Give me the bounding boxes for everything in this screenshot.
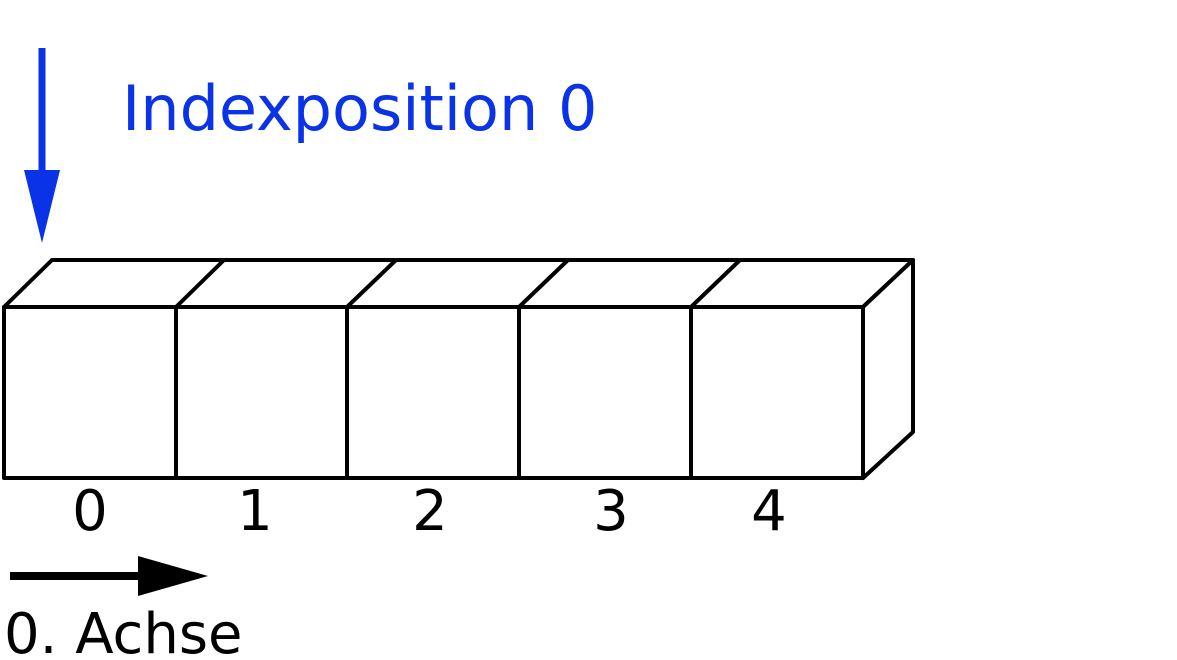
index-pointer-head [24,170,60,243]
index-label-2: 2 [412,479,448,544]
array-cell-2 [345,305,521,480]
index-pointer-label: Indexposition 0 [122,72,597,145]
array-cell-4 [689,305,865,480]
top-divider-1 [174,258,226,309]
array-cell-0 [2,305,178,480]
array-top-face [2,258,915,309]
array-cell-3 [517,305,693,480]
array-cells [2,258,915,480]
axis-label: 0. Achse [4,602,242,660]
top-divider-3 [517,258,570,309]
axis-arrow [10,556,208,596]
index-pointer [24,48,60,243]
index-label-1: 1 [237,479,273,544]
top-divider-4 [689,258,742,309]
index-label-3: 3 [593,479,629,544]
axis-arrow-head [138,556,208,596]
index-label-4: 4 [751,479,787,544]
array-cell-1 [174,305,349,480]
top-divider-2 [345,258,398,309]
index-label-0: 0 [72,479,108,544]
